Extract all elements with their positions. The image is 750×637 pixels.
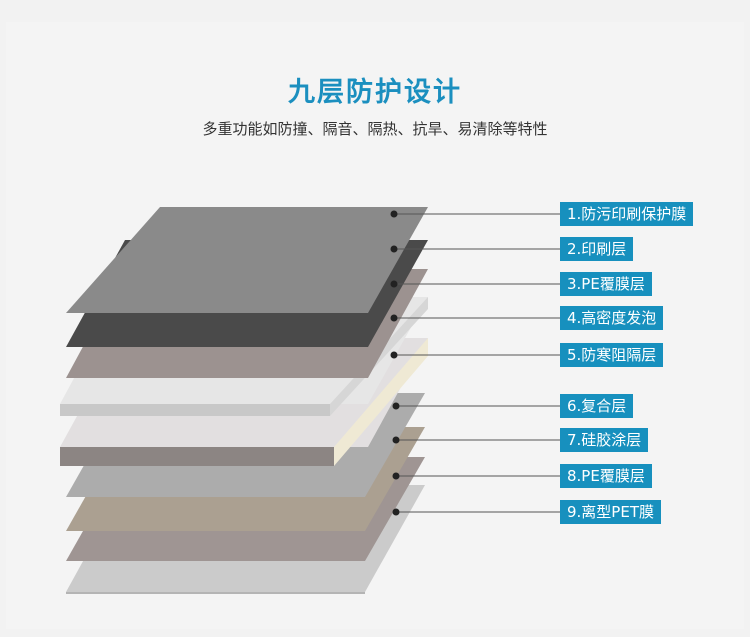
layer-label-6: 6.复合层 [560,394,634,418]
leader-dot-2 [390,245,398,253]
leader-dot-7 [392,436,400,444]
leader-dot-3 [390,280,398,288]
page-subtitle: 多重功能如防撞、隔音、隔热、抗旱、易清除等特性 [202,120,548,138]
layer-label-8: 8.PE覆膜层 [560,464,652,488]
layer-label-9: 9.离型PET膜 [560,500,661,524]
leader-dot-9 [392,508,400,516]
leader-dot-1 [390,210,398,218]
layer-label-5: 5.防寒阻隔层 [560,343,664,367]
layer-label-4: 4.高密度发泡 [560,306,664,330]
layer-label-7: 7.硅胶涂层 [560,428,649,452]
layer-label-1: 1.防污印刷保护膜 [560,202,694,226]
leader-dot-6 [392,402,400,410]
layer-label-2: 2.印刷层 [560,237,634,261]
layer-9-edge [66,592,365,594]
layer-5-front [60,447,334,466]
leader-dot-4 [390,314,398,322]
layer-4-front [60,404,330,416]
leader-dot-5 [390,351,398,359]
layer-1-sheet [66,207,428,313]
layer-5-side [334,338,428,466]
layer-label-3: 3.PE覆膜层 [560,272,652,296]
page-title: 九层防护设计 [288,77,462,108]
leader-dot-8 [392,472,400,480]
